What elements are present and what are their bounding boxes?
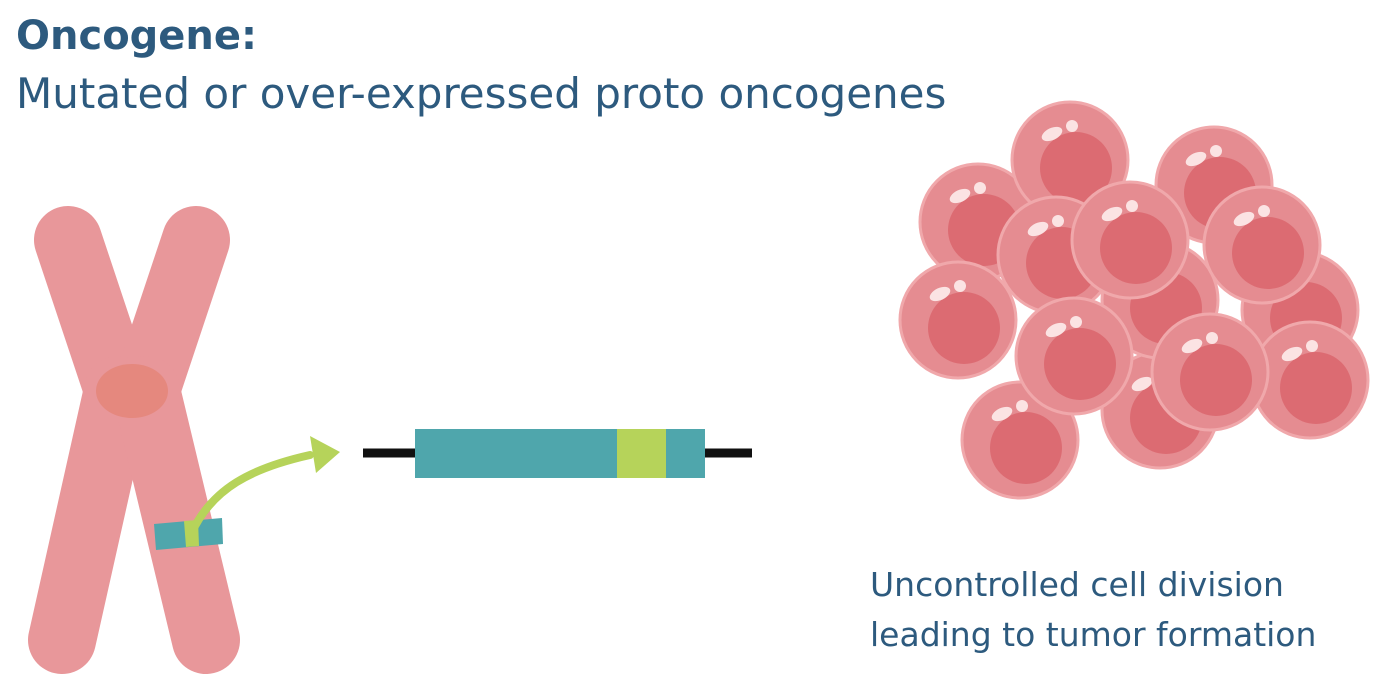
cell — [1150, 312, 1270, 432]
chromosome-arm-lower-right — [112, 356, 240, 674]
curved-arrow-icon — [187, 436, 340, 538]
diagram-subtitle: Mutated or over-expressed proto oncogene… — [16, 69, 947, 118]
arrow-head — [310, 436, 340, 473]
arrow-shaft — [187, 451, 314, 538]
cell — [1202, 185, 1322, 305]
tumor-cell-cluster-icon — [898, 100, 1370, 500]
caption-line-1: Uncontrolled cell division — [870, 565, 1284, 604]
centromere — [96, 364, 168, 418]
gene-segment-icon — [363, 429, 752, 478]
diagram-title: Oncogene: — [16, 13, 258, 59]
cell — [1250, 320, 1370, 440]
cell — [1070, 180, 1190, 300]
cell-division-caption: Uncontrolled cell division leading to tu… — [870, 560, 1316, 660]
cell — [1014, 296, 1134, 416]
caption-line-2: leading to tumor formation — [870, 615, 1317, 654]
gene-mutation — [617, 429, 666, 478]
chromosome-icon — [28, 206, 240, 674]
chromosome-arm-lower-left — [28, 356, 152, 674]
cell — [898, 260, 1018, 380]
